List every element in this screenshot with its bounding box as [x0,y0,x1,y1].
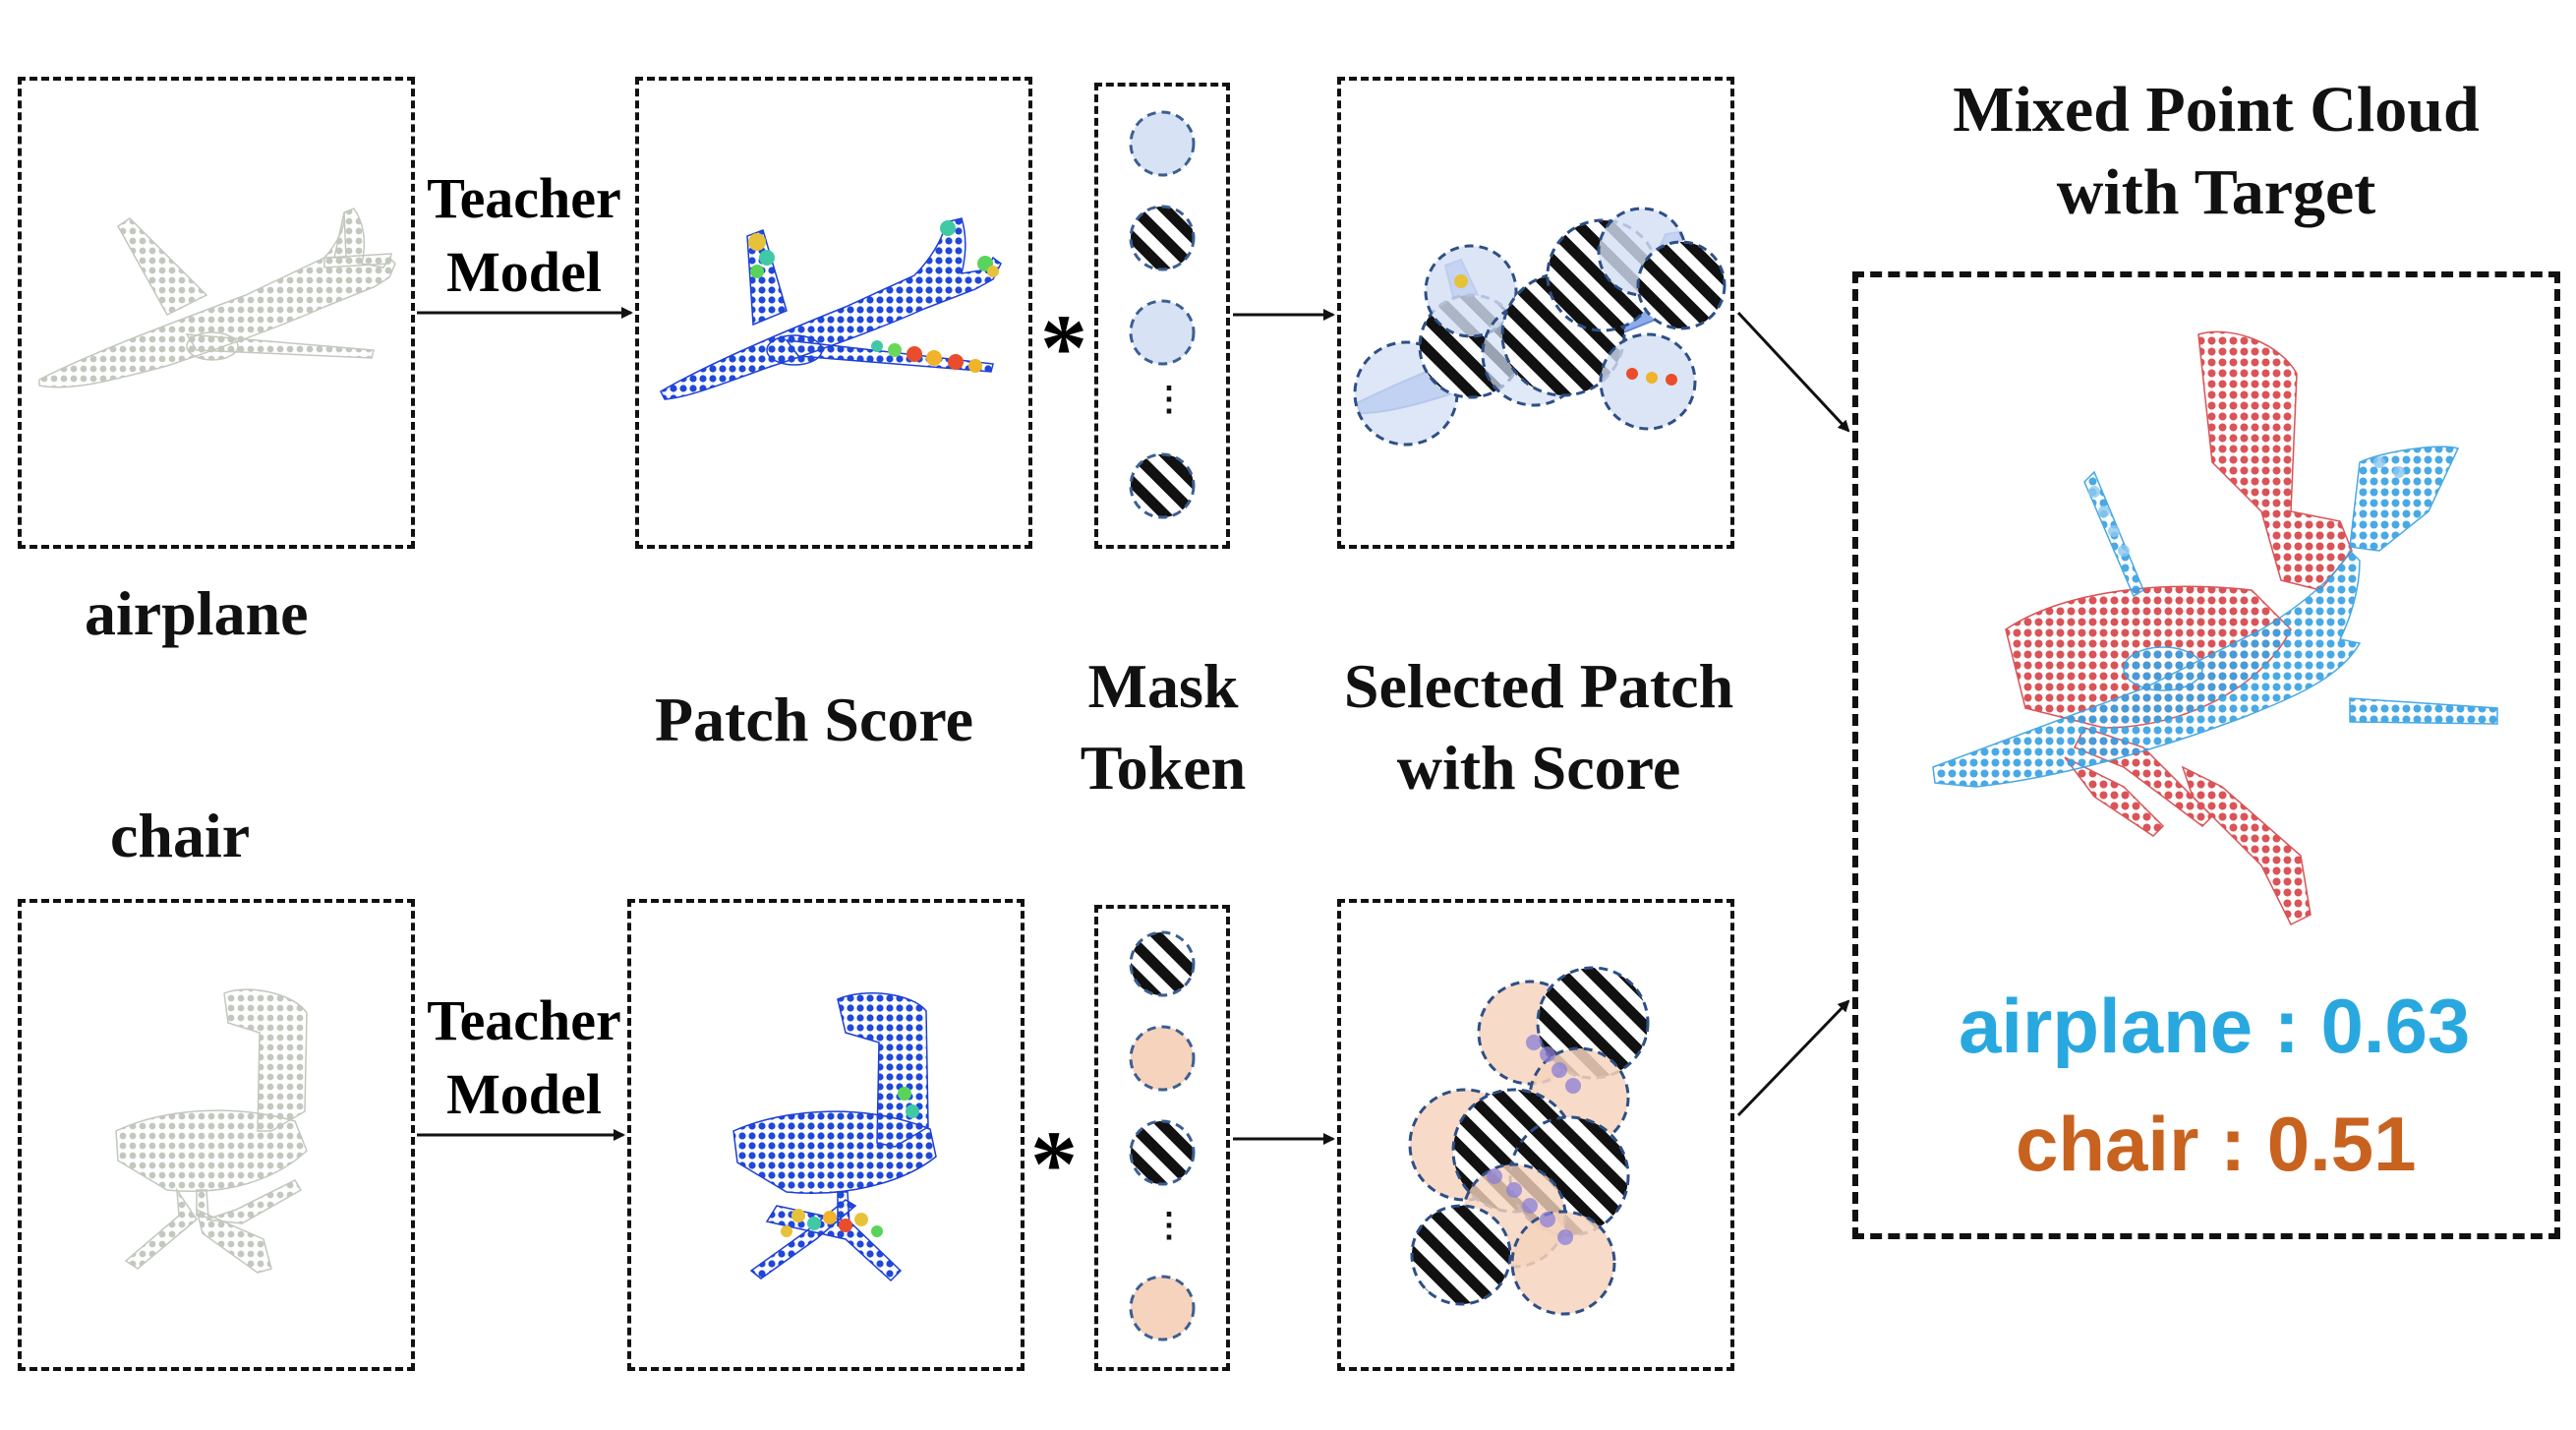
airplane-point-cloud-icon [38,208,396,388]
airplane-label: airplane [85,578,309,648]
airplane-patch-score-cloud-icon [660,217,1002,400]
mixed-point-cloud-panel [1852,271,2560,1239]
hatched-mask-token-icon [1129,205,1196,271]
model-label: Model [446,240,602,305]
chair-selected-patches [1408,966,1650,1316]
unmasked-token-icon [1129,110,1196,177]
model-label: Model [446,1062,602,1127]
mixed-point-cloud-title: Mixed Point Cloud with Target [1902,69,2531,235]
unmasked-token-icon [1129,299,1196,366]
chair-patch-score-cloud-icon [732,992,937,1282]
with-score-line: with Score [1396,733,1681,804]
chair-mask-token-column [1129,930,1196,1341]
hatched-mask-token-icon [1129,452,1196,519]
selected-patch-label: Selected Patch with Score [1317,645,1760,808]
token-ellipsis-bottom: ⋮ [1152,1208,1186,1244]
arrow-icon [417,307,1850,1145]
teacher-label: Teacher [427,988,621,1052]
chair-target-score: chair : 0.51 [2016,1101,2417,1187]
unmasked-token-icon [1129,1275,1196,1341]
multiply-symbol-top: * [1040,295,1087,400]
hatched-mask-token-icon [1129,1119,1196,1186]
mask-token-label: Mask Token [1070,645,1257,808]
teacher-model-label-bottom: Teacher Model [411,983,637,1132]
patch-score-label: Patch Score [655,685,974,754]
airplane-target-score: airplane : 0.63 [1959,983,2471,1069]
multiply-symbol-bottom: * [1030,1111,1078,1217]
chair-label: chair [110,801,251,870]
airplane-selected-patches [1353,207,1727,447]
with-target-line: with Target [2056,156,2376,229]
mask-label: Mask [1087,651,1239,721]
mixed-point-cloud-icon [1932,330,2498,926]
teacher-label: Teacher [427,166,621,230]
airplane-mask-token-column [1129,110,1196,519]
unmasked-token-icon [1129,1025,1196,1092]
hatched-mask-token-icon [1129,930,1196,997]
token-ellipsis-top: ⋮ [1152,382,1186,418]
chair-point-cloud-icon [115,988,308,1274]
selected-patch-line: Selected Patch [1343,651,1734,721]
teacher-model-label-top: Teacher Model [411,161,637,310]
token-label: Token [1080,733,1247,804]
mixed-point-cloud-line: Mixed Point Cloud [1953,74,2480,146]
